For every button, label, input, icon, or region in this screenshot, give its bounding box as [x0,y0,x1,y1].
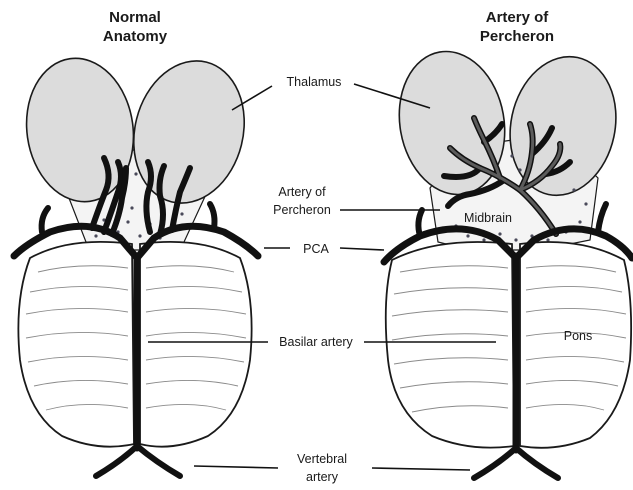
label-vertebral-line2: artery [306,470,339,484]
vertebral-leader-right [372,468,470,470]
normal-vertebral-left [96,446,137,476]
label-aop-line2: Percheron [273,203,331,217]
label-midbrain: Midbrain [464,211,512,225]
normal-pca-stub-left [42,208,48,232]
normal-anatomy-panel: Normal Anatomy [14,9,259,476]
percheron-pons-right [520,242,631,448]
normal-pca-stub-right [210,204,215,228]
label-thalamus: Thalamus [287,75,342,89]
label-vertebral-line1: Vertebral [297,452,347,466]
percheron-vertebral-right [516,448,558,478]
normal-pons-left [18,242,134,447]
label-pca: PCA [303,242,329,256]
label-basilar-artery: Basilar artery [279,335,353,349]
normal-title-line1: Normal [109,9,161,26]
label-pons: Pons [564,329,593,343]
normal-pons-right [140,242,252,447]
percheron-pca-stub-left [418,210,422,236]
percheron-title-line2: Percheron [480,28,554,45]
label-aop-line1: Artery of [278,185,326,199]
percheron-vertebral-left [474,448,516,478]
normal-vertebral-right [137,446,180,476]
pca-leader-right [340,248,384,250]
vertebral-leader-left [194,466,278,468]
percheron-pca-stub-right [598,204,606,232]
percheron-pons-left [386,242,514,448]
percheron-title-line1: Artery of [486,9,550,26]
percheron-panel: Artery of Percheron [384,9,632,478]
normal-title-line2: Anatomy [103,28,168,45]
